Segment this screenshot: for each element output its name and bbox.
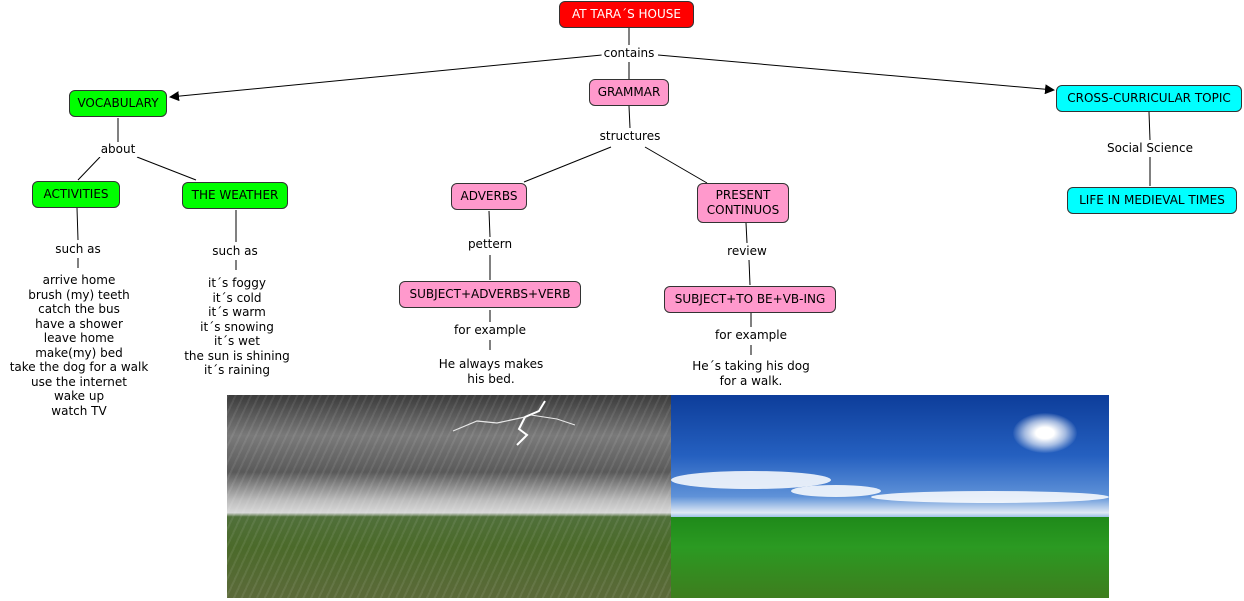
list-item: leave home	[43, 331, 115, 345]
example-line: his bed.	[467, 371, 515, 386]
example-adverbs-text: He always makes his bed.	[439, 357, 543, 386]
list-item: use the internet	[30, 374, 128, 389]
node-the-weather[interactable]: THE WEATHER	[182, 182, 288, 209]
list-item: it´s foggy	[207, 276, 267, 290]
link-label-about: about	[98, 142, 138, 157]
example-line: He´s taking his dog	[692, 359, 810, 373]
sun-icon	[1013, 413, 1077, 453]
example-line: He always makes	[438, 357, 544, 371]
sunny-sky-image	[671, 395, 1109, 598]
link-label-contains: contains	[601, 46, 657, 61]
link-label-social-science: Social Science	[1105, 141, 1195, 156]
list-item: have a shower	[35, 316, 123, 331]
list-item: wake up	[53, 389, 105, 403]
list-item: take the dog for a walk	[9, 360, 149, 374]
link-label-such-as-weather: such as	[210, 244, 260, 259]
stormy-sky-image	[227, 395, 671, 598]
link-label-for-example-adverbs: for example	[452, 323, 528, 338]
root-node-at-taras-house[interactable]: AT TARA´S HOUSE	[559, 1, 694, 28]
link-label-review: review	[725, 244, 769, 259]
list-item: brush (my) teeth	[28, 287, 130, 302]
list-item: arrive home	[42, 273, 116, 287]
node-activities[interactable]: ACTIVITIES	[32, 181, 120, 208]
list-item: the sun is shining	[184, 348, 290, 363]
list-item: it´s wet	[213, 334, 261, 348]
node-life-in-medieval-times[interactable]: LIFE IN MEDIEVAL TIMES	[1067, 187, 1237, 214]
node-adverbs[interactable]: ADVERBS	[451, 183, 527, 210]
weather-list: it´s foggy it´s cold it´s warm it´s snow…	[184, 276, 290, 378]
list-item: it´s cold	[212, 290, 262, 305]
link-label-such-as-activities: such as	[53, 242, 103, 257]
list-item: catch the bus	[38, 302, 120, 316]
example-present-text: He´s taking his dog for a walk.	[692, 359, 809, 388]
link-label-structures: structures	[597, 129, 663, 144]
activities-list: arrive home brush (my) teeth catch the b…	[10, 273, 149, 418]
node-subject-adverbs-verb[interactable]: SUBJECT+ADVERBS+VERB	[399, 281, 581, 308]
list-item: it´s warm	[208, 305, 266, 319]
lightning-icon	[452, 400, 576, 446]
list-item: it´s snowing	[200, 319, 274, 334]
link-label-for-example-present: for example	[713, 328, 789, 343]
node-cross-curricular-topic[interactable]: CROSS-CURRICULAR TOPIC	[1056, 85, 1242, 112]
node-present-continuos[interactable]: PRESENT CONTINUOS	[697, 183, 789, 223]
list-item: make(my) bed	[35, 345, 123, 360]
list-item: it´s raining	[204, 363, 270, 377]
node-grammar[interactable]: GRAMMAR	[589, 79, 669, 106]
node-vocabulary[interactable]: VOCABULARY	[69, 90, 167, 117]
example-line: for a walk.	[719, 373, 783, 388]
node-present-continuos-line2: CONTINUOS	[706, 203, 780, 217]
node-subject-to-be-vb-ing[interactable]: SUBJECT+TO BE+VB-ING	[664, 286, 836, 313]
link-label-pettern: pettern	[465, 237, 515, 252]
node-present-continuos-line1: PRESENT	[715, 188, 771, 202]
list-item: watch TV	[51, 403, 107, 418]
weather-photo	[227, 395, 1109, 598]
